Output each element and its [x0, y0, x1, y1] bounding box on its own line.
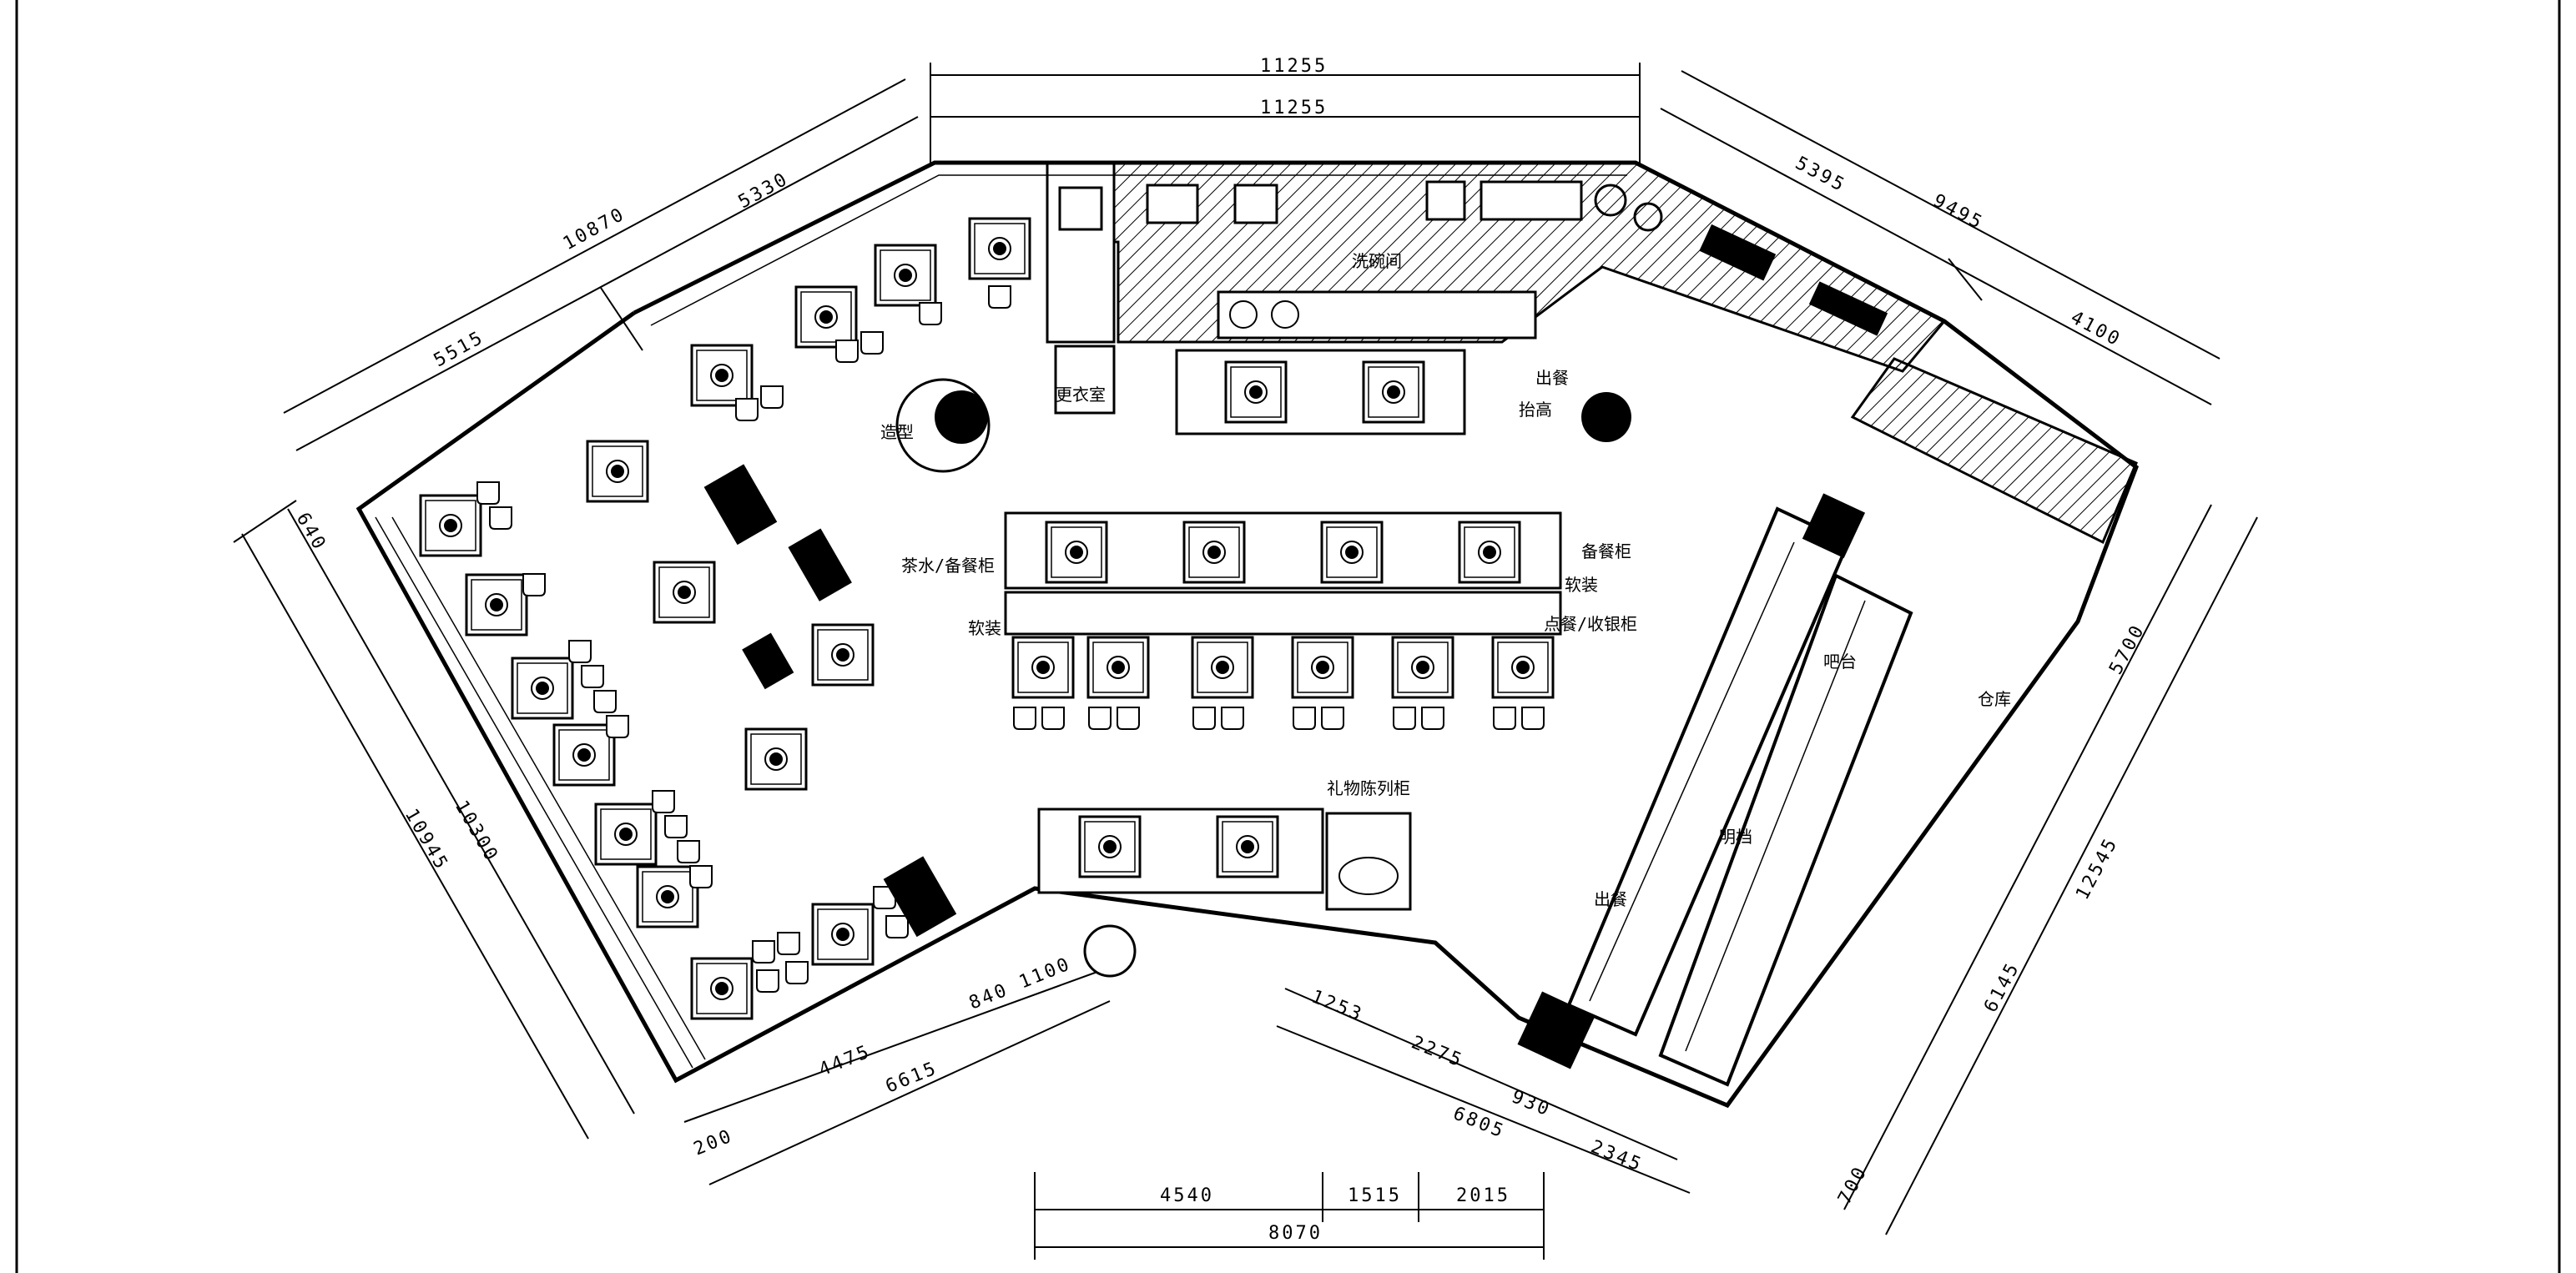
upper-left-tables — [690, 217, 1031, 421]
inner-left-booths — [586, 440, 957, 938]
round-feature — [895, 378, 1631, 978]
label-order-cabinet: 点餐/收银柜 — [1544, 614, 1637, 634]
dim-ur-2: 9495 — [1929, 190, 1987, 234]
label-lift-raised: 抬高 — [1519, 400, 1552, 420]
dim-br-3: 930 — [1509, 1086, 1555, 1120]
dim-br-4: 6805 — [1450, 1103, 1509, 1143]
dim-right-1: 5700 — [2105, 621, 2150, 678]
dimension-bottom: 4540 1515 2015 8070 — [1034, 1172, 1545, 1260]
dim-br-2: 2275 — [1409, 1032, 1467, 1072]
label-changing-room: 更衣室 — [1056, 385, 1106, 405]
dim-br-1: 1253 — [1308, 986, 1367, 1026]
center-booth-row-upper — [1004, 511, 1562, 590]
dimension-left: 640 10300 10945 — [233, 500, 635, 1140]
dim-right-4: 700 — [1834, 1162, 1872, 1208]
top-booths — [1175, 349, 1466, 435]
label-open-counter: 明档 — [1719, 827, 1752, 847]
label-serve-out: 出餐 — [1535, 368, 1569, 388]
dim-ur-3: 4100 — [2067, 307, 2125, 351]
dim-left-1: 640 — [292, 510, 330, 556]
drawing-frame — [15, 0, 2561, 1273]
dim-bottom-2: 1515 — [1348, 1185, 1402, 1206]
label-warehouse: 仓库 — [1978, 689, 2011, 709]
dim-right-3: 6145 — [1980, 959, 2024, 1016]
dimension-upper-left: 10870 5330 5515 — [283, 78, 919, 451]
dim-right-2: 12545 — [2072, 833, 2122, 903]
dim-bl-1: 4475 — [816, 1041, 875, 1081]
label-tea-station: 茶水/备餐柜 — [901, 556, 995, 576]
dim-top-2: 11255 — [1260, 98, 1328, 118]
label-prep-cabinet: 备餐柜 — [1581, 541, 1631, 561]
label-dishwash: 洗碗间 — [1352, 251, 1402, 271]
dim-ul-3: 5515 — [431, 327, 488, 371]
dim-left-3: 10945 — [401, 806, 452, 875]
label-soft-decor-left: 软装 — [968, 618, 1001, 638]
center-booth-row-lower — [1004, 591, 1562, 730]
dim-ur-1: 5395 — [1792, 153, 1849, 197]
label-gift-cabinet: 礼物陈列柜 — [1327, 778, 1410, 798]
label-serve-out-2: 出餐 — [1594, 889, 1627, 909]
dim-bl-5: 200 — [691, 1125, 737, 1160]
dim-bl-3: 1100 — [1016, 953, 1075, 994]
label-shaping: 造型 — [880, 422, 914, 442]
dimension-top: 11255 11255 — [930, 56, 1641, 167]
label-bar: 吧台 — [1823, 652, 1857, 672]
outer-walls — [355, 160, 2139, 1109]
dim-left-2: 10300 — [451, 798, 502, 867]
dim-bottom-3: 2015 — [1456, 1185, 1510, 1206]
bottom-booths — [1037, 808, 1412, 911]
kitchen-equipment — [1054, 180, 1888, 415]
dim-top-1: 11255 — [1260, 56, 1328, 77]
label-soft-decor-right: 软装 — [1565, 575, 1598, 595]
dim-ul-2: 5330 — [735, 169, 793, 213]
room-labels: 更衣室 造型 茶水/备餐柜 软装 软装 备餐柜 点餐/收银柜 礼物陈列柜 出餐 … — [880, 251, 2011, 909]
dim-bl-2: 840 — [966, 979, 1012, 1014]
dim-bottom-4: 8070 — [1268, 1223, 1323, 1244]
dim-bottom-1: 4540 — [1160, 1185, 1214, 1206]
right-counter — [1517, 493, 1913, 1087]
